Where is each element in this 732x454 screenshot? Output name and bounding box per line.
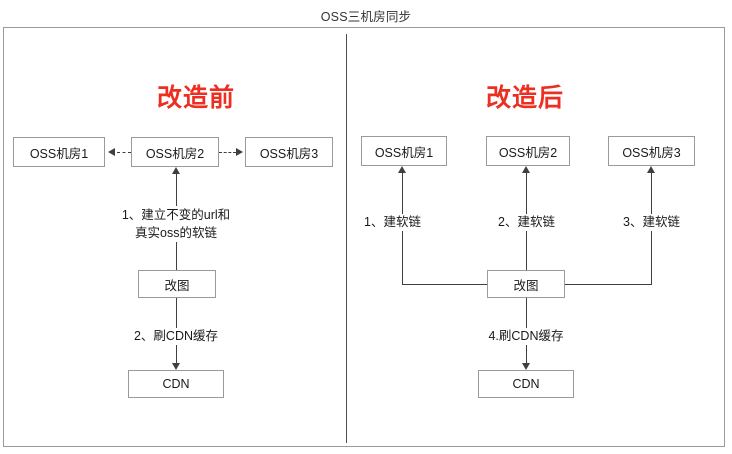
- node-before-cdn[interactable]: CDN: [128, 370, 224, 398]
- label-after-step4: 4.刷CDN缓存: [456, 328, 596, 345]
- arrowhead-before-oss2: [172, 167, 180, 174]
- label-before-step2: 2、刷CDN缓存: [106, 328, 246, 345]
- page-title: OSS三机房同步: [320, 10, 412, 24]
- arrowhead-after-cdn: [522, 363, 530, 370]
- label-before-step1-line1: 1、建立不变的url和: [121, 208, 231, 222]
- node-after-oss2[interactable]: OSS机房2: [486, 136, 570, 166]
- node-after-oss3[interactable]: OSS机房3: [608, 136, 695, 166]
- connector-after-branch3-horizontal: [564, 284, 652, 285]
- arrowhead-before-oss3: [236, 148, 243, 156]
- label-before-step1-line2: 真实oss的软链: [135, 226, 217, 240]
- node-before-oss3[interactable]: OSS机房3: [245, 137, 333, 167]
- arrowhead-after-oss2: [522, 166, 530, 173]
- node-after-cdn[interactable]: CDN: [478, 370, 574, 398]
- label-after-step1: 1、建软链: [362, 214, 423, 231]
- label-after-step3: 3、建软链: [621, 214, 682, 231]
- section-heading-before: 改造前: [156, 84, 235, 112]
- arrowhead-after-oss1: [398, 166, 406, 173]
- connector-after-branch1-horizontal: [402, 284, 488, 285]
- arrowhead-before-oss1: [108, 148, 115, 156]
- node-after-oss1[interactable]: OSS机房1: [361, 136, 447, 166]
- connector-before-oss2-oss1: [117, 152, 131, 153]
- node-before-oss1[interactable]: OSS机房1: [13, 137, 105, 167]
- section-divider: [346, 34, 347, 443]
- label-after-step2: 2、建软链: [496, 214, 557, 231]
- arrowhead-before-cdn: [172, 363, 180, 370]
- node-before-edit[interactable]: 改图: [138, 270, 216, 298]
- arrowhead-after-oss3: [647, 166, 655, 173]
- node-after-edit[interactable]: 改图: [487, 270, 565, 298]
- section-heading-after: 改造后: [485, 84, 564, 112]
- connector-before-oss2-oss3: [219, 152, 236, 153]
- label-before-step1: 1、建立不变的url和 真实oss的软链: [96, 206, 256, 242]
- node-before-oss2[interactable]: OSS机房2: [131, 137, 219, 167]
